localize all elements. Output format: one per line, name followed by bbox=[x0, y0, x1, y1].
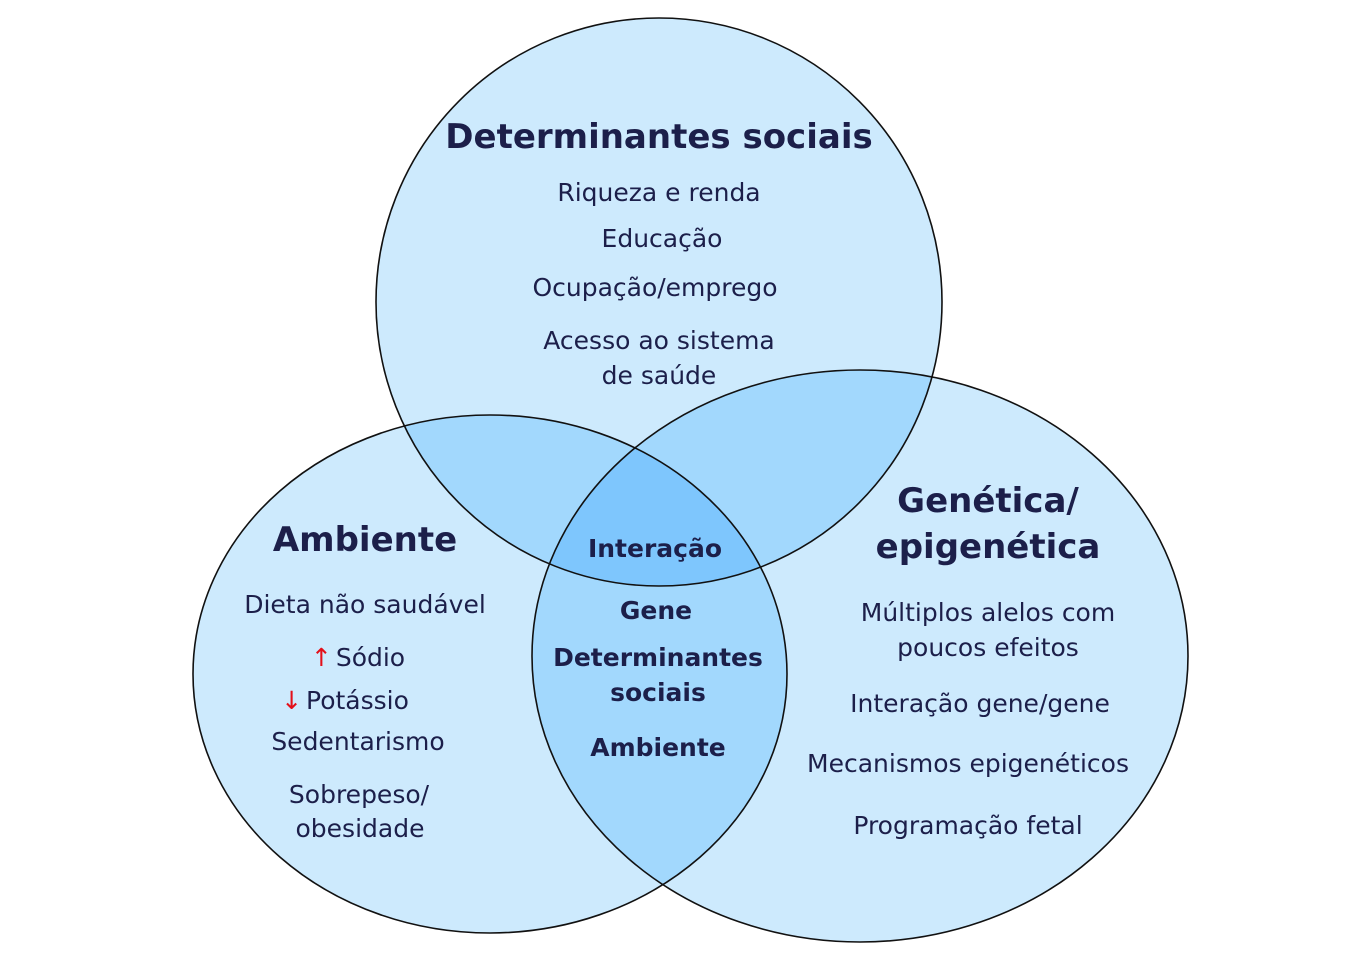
social-item-wealth: Riqueza e renda bbox=[557, 178, 761, 207]
environment-title: Ambiente bbox=[272, 520, 458, 560]
interaction-item-social-line2: sociais bbox=[610, 678, 706, 707]
interaction-item-social-line1: Determinantes bbox=[553, 643, 763, 672]
interaction-item-environment: Ambiente bbox=[590, 733, 726, 762]
arrow-down-icon: ↓ bbox=[281, 686, 303, 715]
social-determinants-title: Determinantes sociais bbox=[445, 117, 873, 157]
overlap-center-interaction bbox=[532, 415, 787, 586]
arrow-up-icon: ↑ bbox=[310, 643, 332, 672]
gen-item-gene-gene: Interação gene/gene bbox=[850, 689, 1110, 718]
circle-genetics-outline bbox=[531, 369, 1189, 943]
circle-environment-outline bbox=[192, 414, 788, 934]
env-item-overweight-line2: obesidade bbox=[295, 814, 425, 843]
env-item-potassium-label: Potássio bbox=[306, 686, 409, 715]
interaction-title: Interação bbox=[587, 534, 723, 563]
interaction-item-gene: Gene bbox=[619, 596, 693, 625]
genetics-title-line2: epigenética bbox=[875, 527, 1101, 567]
social-item-health-access-line2: de saúde bbox=[601, 361, 717, 390]
env-item-unhealthy-diet: Dieta não saudável bbox=[244, 590, 486, 619]
social-item-occupation: Ocupação/emprego bbox=[532, 273, 778, 302]
social-item-education: Educação bbox=[601, 224, 723, 253]
env-item-sedentarism: Sedentarismo bbox=[271, 727, 445, 756]
circle-social-determinants-outline bbox=[375, 17, 943, 587]
gen-item-epigenetic: Mecanismos epigenéticos bbox=[807, 749, 1129, 778]
genetics-title-line1: Genética/ bbox=[897, 481, 1079, 521]
gen-item-multiple-alleles-line2: poucos efeitos bbox=[897, 633, 1079, 662]
gen-item-fetal-programming: Programação fetal bbox=[853, 811, 1083, 840]
gen-item-multiple-alleles-line1: Múltiplos alelos com bbox=[860, 598, 1116, 627]
env-item-overweight-line1: Sobrepeso/ bbox=[288, 780, 430, 809]
env-item-potassium: ↓Potássio bbox=[145, 683, 545, 718]
env-item-sodium-label: Sódio bbox=[335, 643, 406, 672]
env-item-sodium: ↑Sódio bbox=[158, 640, 558, 675]
social-item-health-access-line1: Acesso ao sistema bbox=[543, 326, 775, 355]
